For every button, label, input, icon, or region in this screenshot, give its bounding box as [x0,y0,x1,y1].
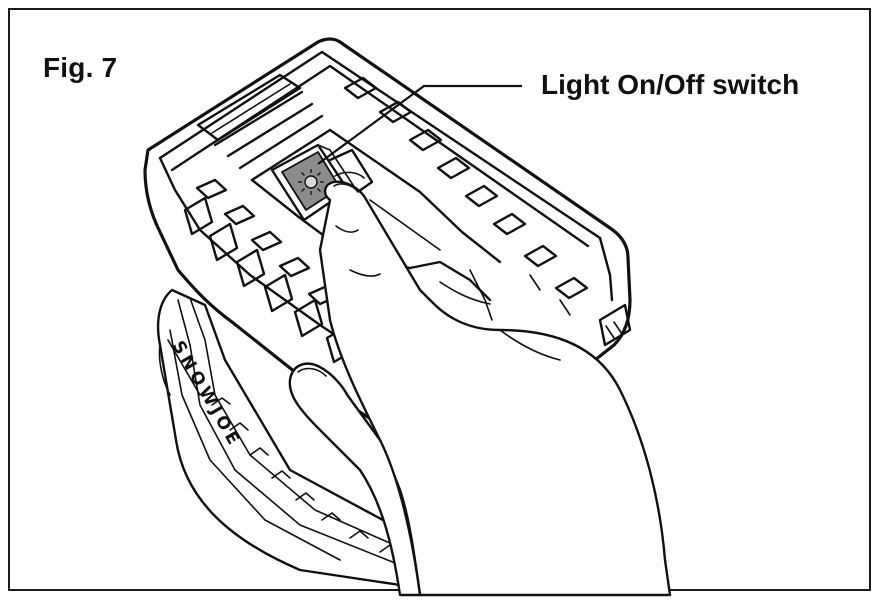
callout-leader-line [317,84,522,165]
callout-label: Light On/Off switch [541,69,800,100]
figure-label: Fig. 7 [43,52,118,83]
hand [288,171,672,597]
sun-light-icon [298,169,324,195]
